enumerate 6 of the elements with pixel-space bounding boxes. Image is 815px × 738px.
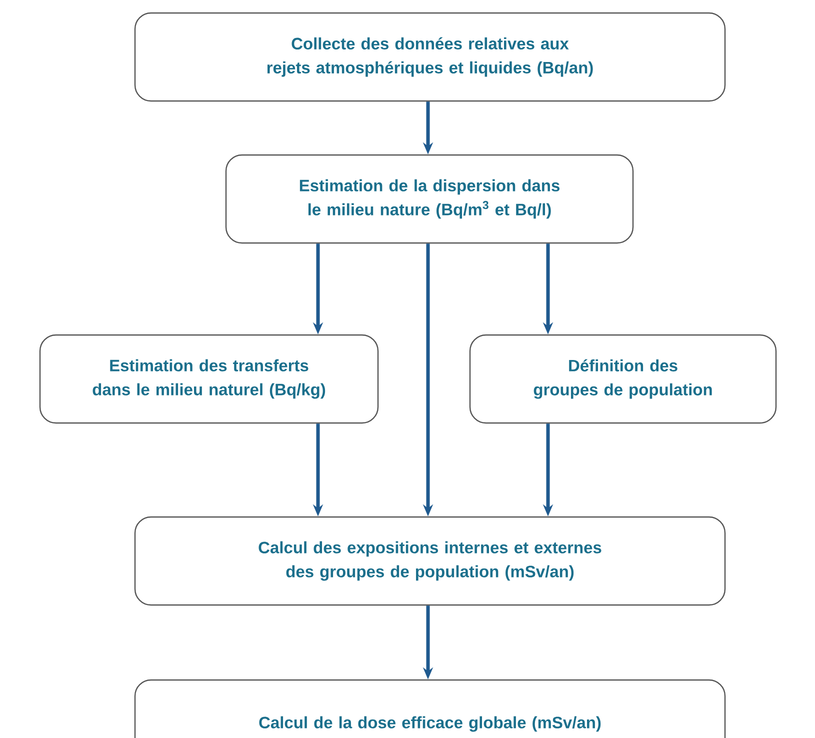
process-box: Calcul de la dose efficace globale (mSv/an) <box>134 679 726 738</box>
process-box: Estimation de la dispersion dans le milieu nature (Bq/m$^{3}$ et Bq/l) <box>225 154 634 244</box>
process-box: Définition des groupes de population <box>469 334 777 424</box>
process-box: Estimation des transferts dans le milieu naturel (Bq/kg) <box>39 334 379 424</box>
process-box: Calcul des expositions internes et externes des groupes de population (mSv/an) <box>134 516 726 606</box>
process-box: Collecte des données relatives aux rejets atmosphériques et liquides (Bq/an) <box>134 12 726 102</box>
